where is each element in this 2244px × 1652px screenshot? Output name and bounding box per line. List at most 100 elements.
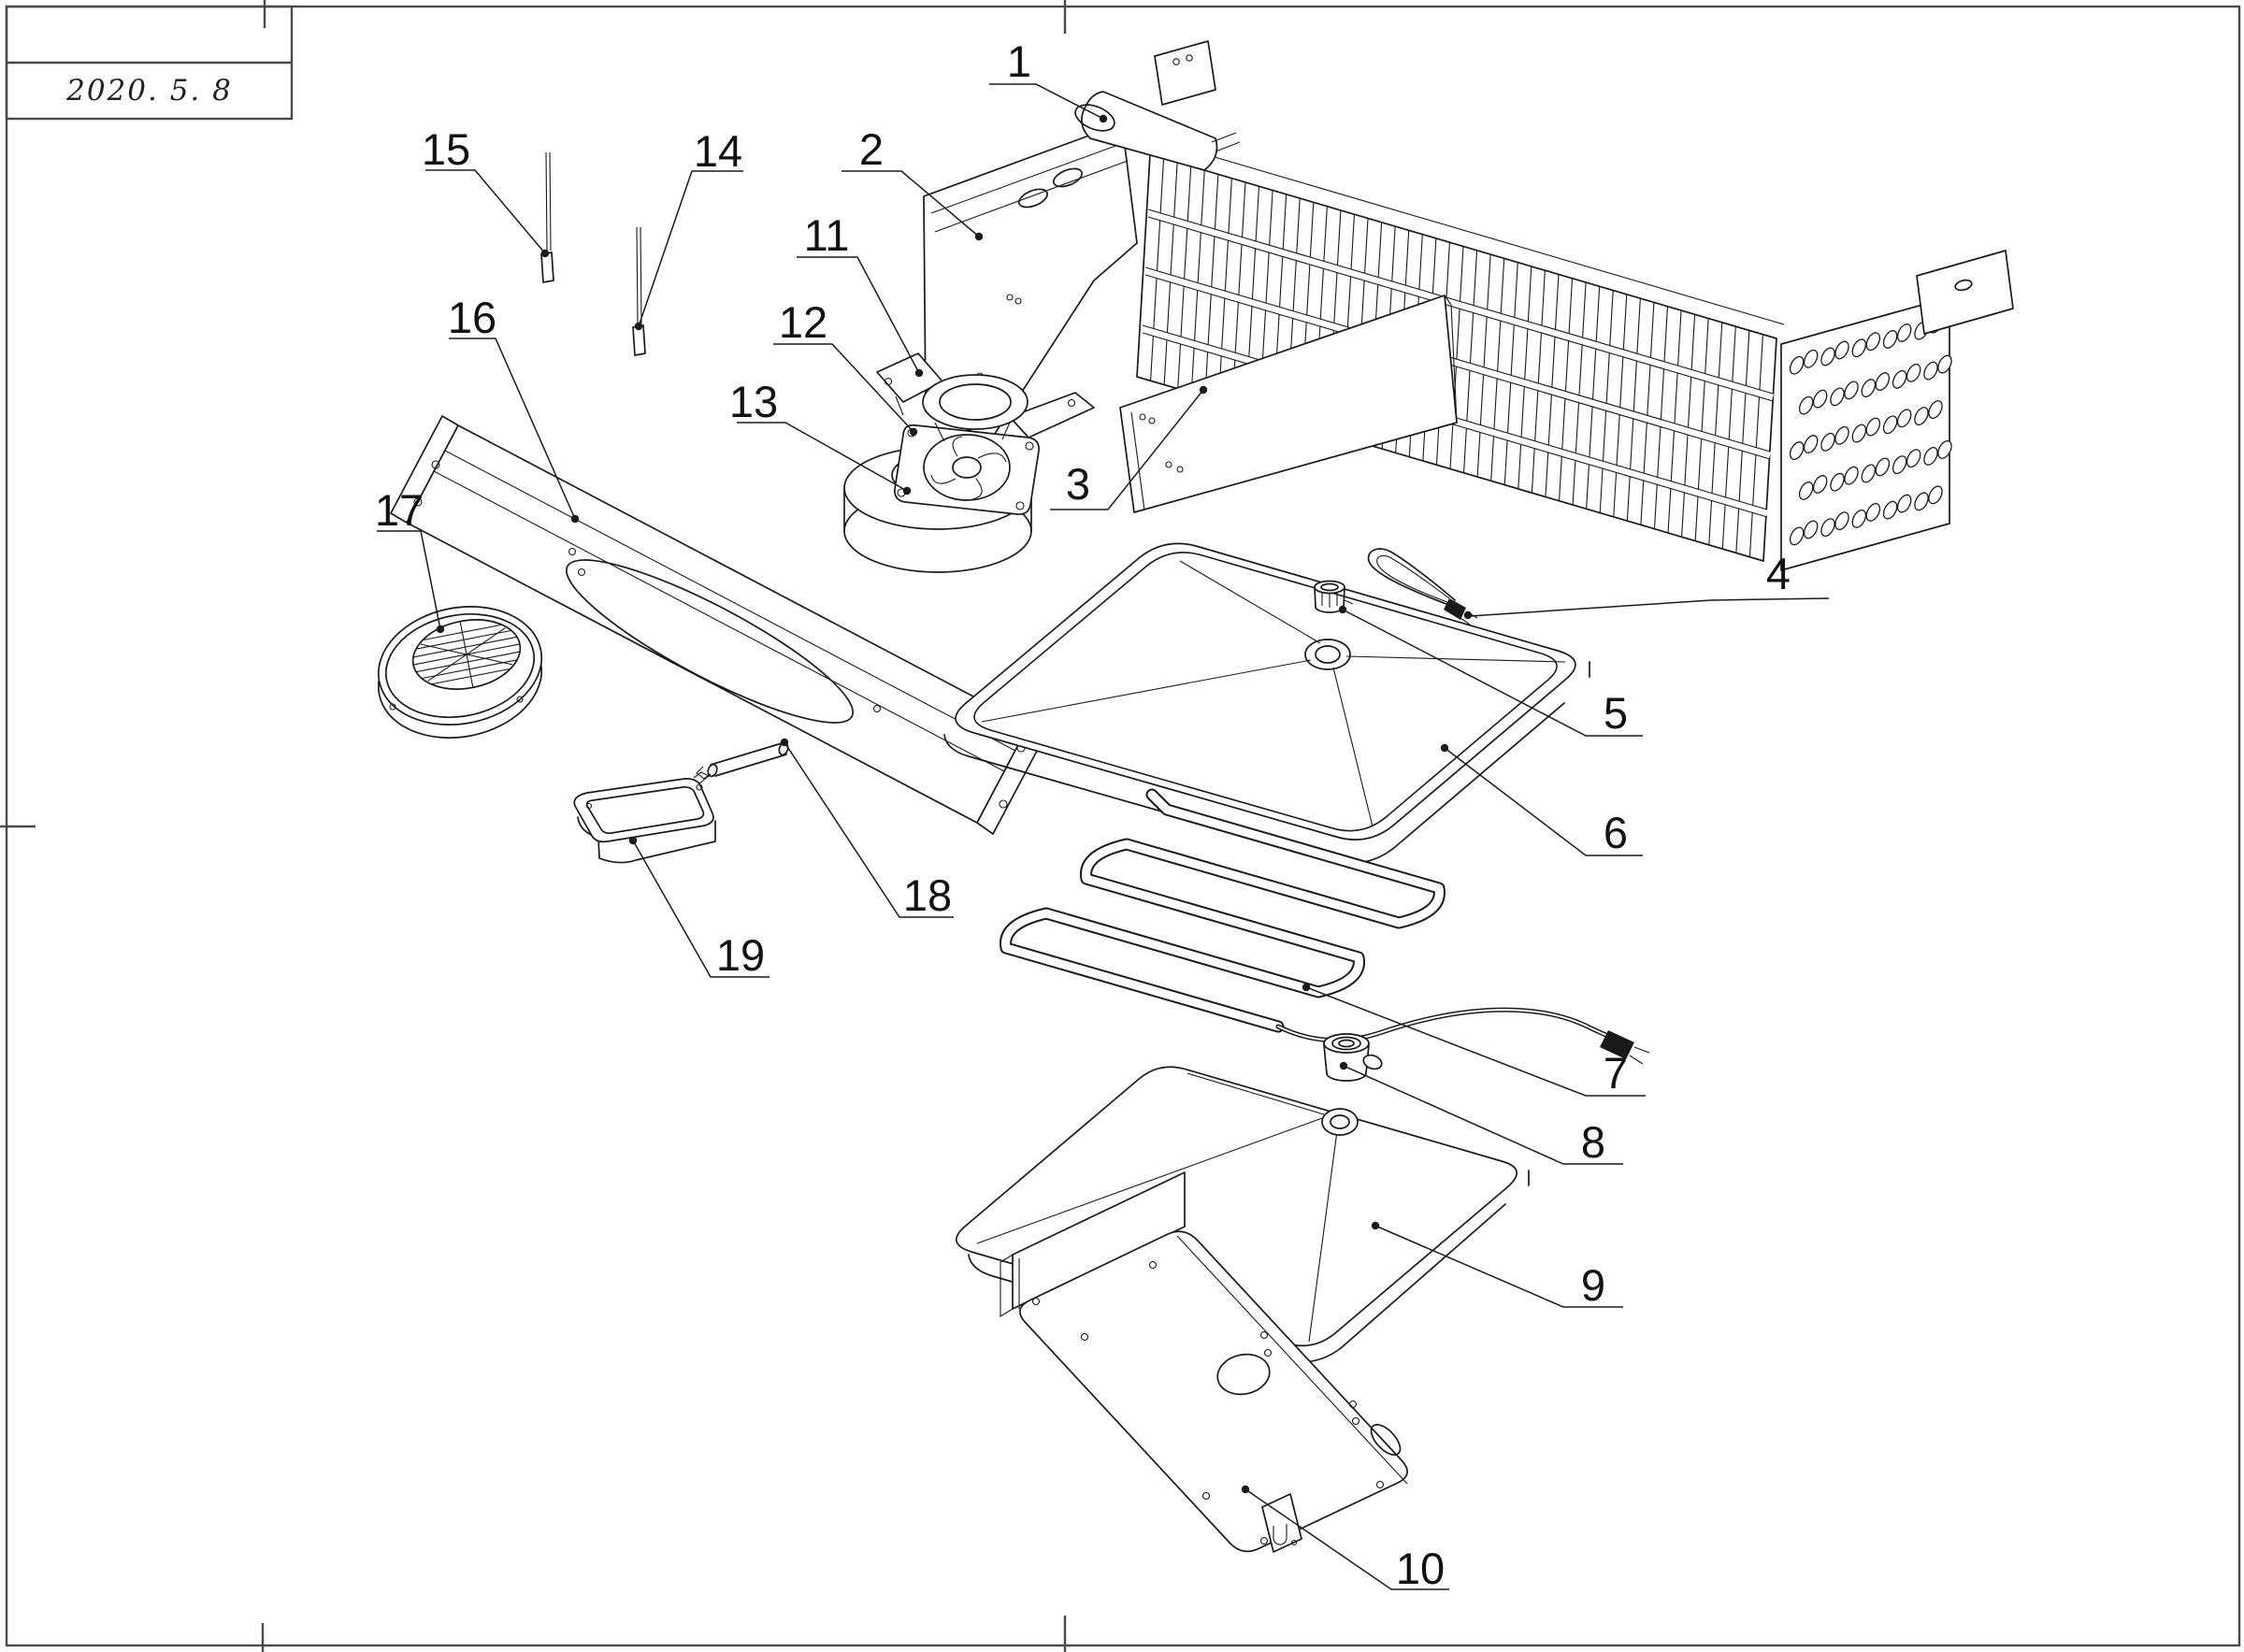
part-16-duct-panel — [390, 415, 1045, 835]
leader-line — [632, 840, 770, 978]
part-number-label: 6 — [1604, 808, 1628, 857]
part-5-drain-plug — [1314, 580, 1354, 613]
part-number-label: 18 — [903, 870, 952, 920]
leader-dot — [1338, 605, 1347, 614]
part-number-label: 15 — [422, 124, 470, 174]
part-number-label: 16 — [448, 293, 496, 342]
leader-line — [842, 170, 980, 237]
leader-dot — [974, 232, 984, 241]
leader-line — [1343, 1065, 1623, 1165]
callout-4-loop-handle-probe: 4 — [1463, 549, 1830, 620]
callout-14-sensor-probe-right: 14 — [634, 126, 743, 331]
part-19-small-tray — [573, 771, 716, 864]
part-12-fan — [894, 424, 1040, 515]
leader-line — [449, 338, 576, 520]
leader-dot — [1199, 385, 1208, 395]
part-1-evaporator-coil — [1136, 139, 2014, 571]
callout-11-fan-bracket: 11 — [797, 210, 924, 378]
part-17-vent-grille — [377, 606, 543, 739]
callout-9-lower-tray: 9 — [1371, 1221, 1623, 1310]
leader-line — [1305, 986, 1646, 1097]
leader-dot — [1241, 1485, 1250, 1494]
leader-dot — [914, 368, 924, 378]
part-number-label: 11 — [804, 210, 850, 260]
leader-line — [1244, 1488, 1449, 1590]
leader-dot — [1440, 743, 1449, 753]
leader-line — [1342, 609, 1643, 737]
part-3-front-bracket — [1119, 294, 1458, 513]
callout-7-defrost-heater: 7 — [1302, 983, 1646, 1098]
part-number-label: 13 — [729, 377, 778, 426]
leader-line — [784, 741, 954, 918]
grille-slats — [412, 621, 521, 688]
part-14-probe — [632, 226, 646, 356]
part-number-label: 12 — [779, 297, 827, 347]
callout-2-left-mounting-bracket: 2 — [842, 124, 984, 241]
leader-dot — [634, 322, 643, 331]
leader-dot — [1099, 114, 1108, 123]
part-1-accumulator — [1074, 40, 1241, 171]
part-7-defrost-heater — [1000, 788, 1650, 1065]
part-number-label: 9 — [1581, 1260, 1605, 1310]
ubend-group — [1789, 314, 1952, 546]
part-6-drip-tray — [943, 542, 1590, 864]
callout-6-drip-tray: 6 — [1440, 743, 1643, 857]
part-number-label: 7 — [1604, 1048, 1628, 1098]
heater-connector — [1600, 1030, 1634, 1059]
part-8-drain-fitting — [1323, 1033, 1383, 1082]
leader-dot — [902, 486, 912, 496]
part-number-label: 14 — [694, 126, 742, 176]
part-10-bottom-panel — [1000, 1171, 1408, 1553]
callout-10-bottom-panel: 10 — [1241, 1485, 1449, 1593]
leader-dot — [780, 738, 789, 747]
leader-dot — [1371, 1221, 1380, 1230]
leader-line — [737, 422, 908, 492]
leader-dot — [540, 249, 550, 258]
leader-line — [1444, 747, 1643, 856]
callout-17-round-vent-grille: 17 — [375, 485, 445, 634]
leader-line — [638, 170, 743, 327]
leader-line — [425, 169, 546, 254]
revision-date: 2020. 5. 8 — [65, 74, 233, 108]
part-number-label: 10 — [1396, 1544, 1445, 1593]
leader-dot — [436, 625, 445, 634]
leader-line — [1374, 1225, 1623, 1308]
part-number-label: 2 — [859, 124, 884, 174]
callout-3-front-mounting-bracket: 3 — [1050, 385, 1208, 510]
leader-line — [797, 256, 920, 374]
coil-support-rods — [1142, 208, 1774, 518]
coil-right-plate — [1916, 250, 2014, 335]
leader-line — [1050, 389, 1204, 510]
callout-1-evaporator-inlet-tube: 1 — [989, 36, 1108, 123]
callout-19-small-tray: 19 — [628, 836, 770, 980]
part-number-label: 1 — [1007, 36, 1031, 86]
leader-dot — [570, 514, 580, 524]
callout-15-sensor-probe-left: 15 — [422, 124, 550, 258]
leader-line — [773, 343, 914, 433]
leader-dot — [1339, 1061, 1348, 1070]
coil-left-plate — [1154, 40, 1216, 106]
leader-dot — [628, 836, 638, 845]
part-11-fan-bracket — [876, 352, 1095, 442]
part-15-probe — [540, 151, 554, 283]
leader-line — [989, 83, 1104, 120]
title-block: 2020. 5. 8 — [5, 5, 294, 121]
part-18-lamp-tube — [696, 741, 789, 780]
leader-dot — [909, 427, 918, 437]
callout-13-fan-shroud: 13 — [729, 377, 912, 496]
part-number-label: 4 — [1766, 549, 1791, 598]
leader-line — [1469, 597, 1830, 617]
part-number-label: 3 — [1066, 459, 1090, 509]
leader-line — [377, 530, 441, 630]
leader-dot — [1463, 611, 1473, 620]
callout-8-drain-fitting: 8 — [1339, 1061, 1623, 1167]
part-number-label: 8 — [1581, 1117, 1605, 1167]
callout-16-air-duct-panel: 16 — [448, 293, 580, 524]
panel-drain-bracket — [1261, 1493, 1302, 1553]
leader-dot — [1302, 983, 1311, 992]
part-number-label: 19 — [716, 930, 765, 980]
part-number-label: 17 — [375, 485, 424, 535]
